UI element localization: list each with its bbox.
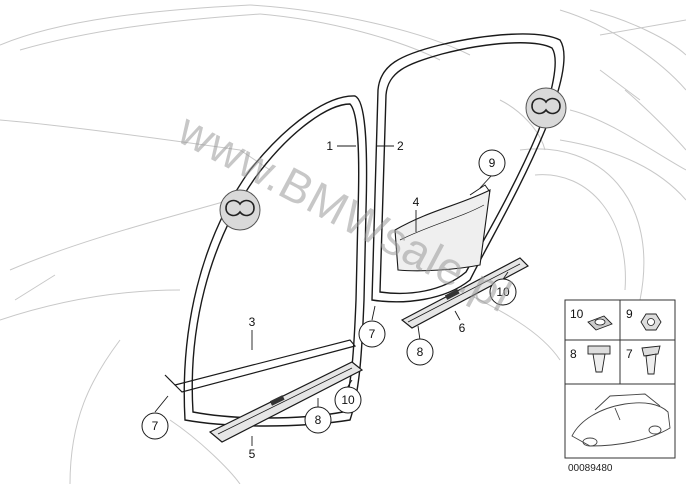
fastener-legend: 10 9 8 7 00089480 [564,299,676,474]
callout-circle: 9 [478,149,506,177]
rear-door-seal [371,33,565,303]
reference-code: 00089480 [568,463,613,474]
callout-circle-label: 7 [369,327,376,341]
seal-symbol-icon [525,87,567,129]
front-sill-plate [208,361,364,443]
callout-label: 2 [397,139,404,153]
callout-circle: 7 [141,412,169,440]
sill-trim-strip [164,339,357,393]
rear-sill-plate [400,257,529,329]
callout-circle: 10 [489,278,517,306]
callout-label: 5 [249,447,256,461]
callout-circle-label: 9 [489,156,496,170]
callout-circle-label: 10 [496,285,510,299]
vehicle-thumbnail-icon [571,393,671,447]
callout-circle-label: 8 [315,413,322,427]
expansion-rivet-icon [641,345,661,375]
legend-label: 9 [626,307,633,321]
callout-label: 6 [459,321,466,335]
hex-nut-icon [640,313,662,331]
legend-label: 7 [626,347,633,361]
callout-label: 1 [326,139,333,153]
legend-label: 8 [570,347,577,361]
wheel-arch-trim [394,184,491,272]
callout-circle: 8 [406,338,434,366]
car-body-outline [0,4,686,484]
callout-circle: 7 [358,320,386,348]
callout-circle-label: 7 [152,419,159,433]
legend-label: 10 [570,307,584,321]
callout-circle: 10 [334,386,362,414]
callout-circle-label: 10 [341,393,355,407]
callout-label: 3 [249,315,256,329]
seal-symbol-icon [219,189,261,231]
callout-circle-label: 8 [417,345,424,359]
callout-label: 4 [413,195,420,209]
push-clip-icon [587,345,611,373]
clip-nut-icon [587,315,613,331]
callout-circle: 8 [304,406,332,434]
